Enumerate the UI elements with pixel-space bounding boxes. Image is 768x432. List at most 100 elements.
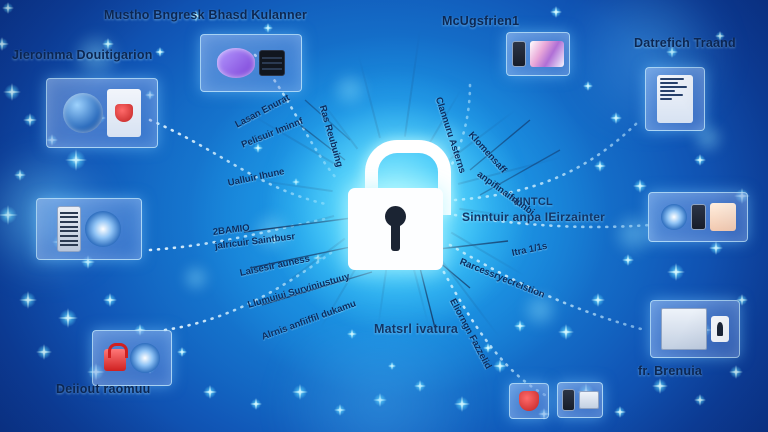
- node-cloud-chip-card[interactable]: [200, 34, 302, 92]
- connector-label-c12: Alrnis anfiiffil dukamu: [260, 298, 358, 343]
- sparkle-star-cross: [414, 385, 426, 387]
- sparkle-star: [622, 254, 634, 266]
- sparkle-star-cross: [667, 271, 685, 273]
- sparkle-star-cross: [373, 399, 387, 401]
- shield-icon: [115, 104, 133, 122]
- sparkle-star-cross: [699, 154, 701, 166]
- shield-icon: [519, 391, 539, 411]
- sparkle-star-cross: [550, 11, 562, 13]
- sparkle-star: [263, 23, 273, 33]
- sparkle-star-cross: [29, 113, 31, 127]
- sparkle-star: [373, 393, 387, 407]
- sparkle-star-cross: [555, 6, 557, 18]
- sparkle-star: [591, 293, 605, 307]
- node-devices-card[interactable]: [648, 192, 748, 242]
- sparkle-star-cross: [255, 398, 257, 410]
- sparkle-star-cross: [7, 2, 9, 14]
- sparkle-star-cross: [75, 149, 77, 171]
- label-center-right-lower: Sinntuir anpa IEirzainter: [462, 210, 606, 224]
- sparkle-star-cross: [622, 259, 634, 261]
- sparkle-star: [36, 344, 52, 360]
- sparkle-star-cross: [339, 404, 341, 416]
- label-bottom-left: Deiiout raomuu: [56, 382, 151, 396]
- sparkle-star-cross: [587, 81, 589, 91]
- globe-icon: [63, 93, 103, 133]
- sparkle-star-cross: [3, 91, 21, 93]
- sparkle-star-cross: [487, 343, 489, 353]
- sparkle-star-cross: [715, 241, 717, 255]
- sparkle-star-cross: [299, 384, 301, 400]
- sparkle-star-cross: [493, 365, 507, 367]
- sparkle-star-cross: [659, 378, 661, 394]
- sparkle-star-cross: [81, 261, 95, 263]
- sparkle-star-cross: [694, 159, 706, 161]
- sparkle-star-cross: [0, 43, 9, 45]
- network-mesh-icon: [85, 211, 121, 247]
- sparkle-star-cross: [639, 179, 641, 193]
- sparkle-star-cross: [103, 299, 117, 301]
- sparkle-star-cross: [619, 406, 621, 418]
- label-bottom-right: fr. Brenuia: [638, 364, 703, 378]
- network-mesh-icon: [130, 343, 160, 373]
- server-icon: [259, 50, 285, 76]
- certificate-icon: [657, 75, 693, 123]
- sparkle-star: [633, 179, 647, 193]
- cloud-chip-icon: [217, 48, 255, 78]
- sparkle-star: [250, 398, 262, 410]
- sparkle-star: [729, 365, 743, 379]
- connector-label-c8: 2BAMIO: [212, 222, 251, 238]
- sparkle-star-cross: [461, 396, 463, 412]
- sparkle-star-cross: [19, 299, 37, 301]
- sparkle-star-cross: [267, 23, 269, 33]
- node-browser-keyhole-card[interactable]: [650, 300, 740, 358]
- sparkle-star-cross: [2, 7, 14, 9]
- sparkle-star-cross: [699, 394, 701, 406]
- sparkle-star: [652, 378, 668, 394]
- sparkle-star: [14, 169, 26, 181]
- data-stripe-icon: [530, 41, 564, 67]
- node-red-lock-card[interactable]: [92, 330, 172, 386]
- node-phone-monitor-card[interactable]: [557, 382, 603, 418]
- sparkle-star-cross: [109, 293, 111, 307]
- sparkle-star: [19, 291, 37, 309]
- label-far-right: Datrefich Traand: [634, 36, 736, 50]
- sparkle-star-cross: [43, 344, 45, 360]
- central-padlock: [270, 73, 520, 328]
- sparkle-star-cross: [391, 362, 393, 370]
- sparkle-star-cross: [709, 247, 723, 249]
- sparkle-star-cross: [729, 371, 743, 373]
- node-certificate-card[interactable]: [645, 67, 705, 131]
- sparkle-star-cross: [610, 117, 622, 119]
- sparkle-star-cross: [36, 351, 52, 353]
- mobile-icon: [512, 41, 526, 67]
- node-mobile-stripe-card[interactable]: [506, 32, 570, 76]
- sparkle-star-cross: [591, 299, 605, 301]
- sparkle-star: [414, 380, 426, 392]
- sparkle-star-cross: [419, 380, 421, 392]
- sparkle-star: [583, 81, 593, 91]
- sparkle-star-cross: [334, 409, 346, 411]
- sparkle-star-cross: [203, 391, 217, 393]
- sparkle-star-cross: [597, 293, 599, 307]
- connector-label-c13: Itra 1/1s: [510, 240, 549, 259]
- padlock-keyhole-stem: [391, 221, 400, 251]
- sparkle-star: [3, 83, 21, 101]
- sparkle-star-cross: [594, 165, 606, 167]
- node-shield-small-card[interactable]: [509, 383, 549, 419]
- node-network-globe-card[interactable]: [46, 78, 158, 148]
- sparkle-star: [23, 113, 37, 127]
- sparkle-star: [694, 394, 706, 406]
- document-icon: [107, 89, 141, 137]
- mobile-icon: [561, 389, 575, 411]
- node-server-rack-card[interactable]: [36, 198, 142, 260]
- sparkle-star-cross: [614, 411, 626, 413]
- sparkle-star-cross: [159, 47, 161, 57]
- sparkle-star-cross: [558, 331, 574, 333]
- sparkle-star-cross: [565, 324, 567, 340]
- label-top-center: Mustho Bngresk Bhasd Kulanner: [104, 8, 308, 22]
- sparkle-star-cross: [694, 399, 706, 401]
- sparkle-star-cross: [155, 51, 165, 53]
- sparkle-star-cross: [627, 254, 629, 266]
- lock-red-icon: [104, 343, 128, 371]
